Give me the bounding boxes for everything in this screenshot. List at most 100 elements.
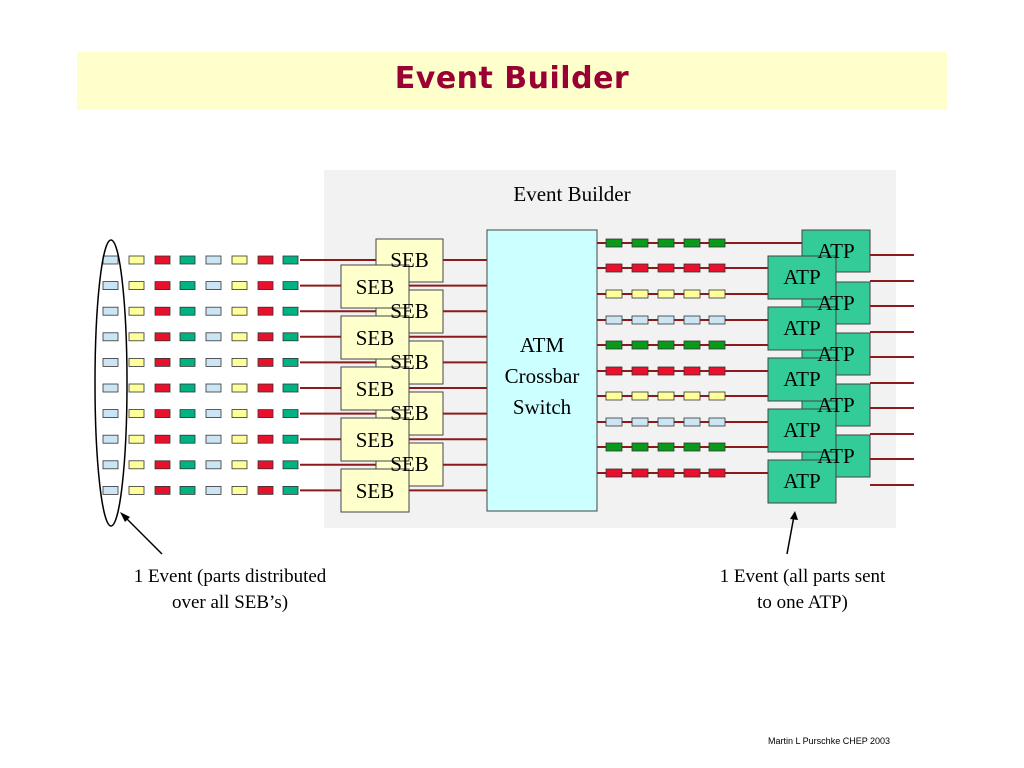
event-fragment	[257, 255, 274, 265]
event-fragment	[179, 434, 196, 444]
event-fragment	[154, 255, 171, 265]
left-arrowhead	[120, 512, 130, 522]
event-fragment	[179, 383, 196, 393]
event-fragment	[708, 263, 726, 273]
event-fragment	[205, 357, 222, 367]
event-fragment	[683, 340, 701, 350]
event-fragment	[683, 468, 701, 478]
event-fragment	[657, 315, 675, 325]
event-fragment	[683, 238, 701, 248]
event-fragment	[708, 315, 726, 325]
atp-box	[767, 255, 837, 300]
event-fragment	[708, 289, 726, 299]
event-fragment	[128, 383, 145, 393]
event-fragment	[179, 255, 196, 265]
event-fragment	[102, 409, 119, 419]
event-fragment	[708, 238, 726, 248]
event-fragment	[657, 366, 675, 376]
event-fragment	[128, 255, 145, 265]
event-fragment	[154, 281, 171, 291]
event-fragment	[605, 340, 623, 350]
event-fragment	[605, 391, 623, 401]
event-fragment	[257, 460, 274, 470]
event-fragment	[631, 442, 649, 452]
event-fragment	[605, 289, 623, 299]
event-fragment	[282, 409, 299, 419]
event-fragment	[102, 434, 119, 444]
event-fragment	[179, 306, 196, 316]
event-fragment	[257, 409, 274, 419]
event-fragment	[128, 460, 145, 470]
event-fragment	[154, 332, 171, 342]
event-fragment	[231, 383, 248, 393]
event-fragment	[631, 417, 649, 427]
event-fragment	[179, 332, 196, 342]
event-fragment	[154, 306, 171, 316]
event-fragment	[631, 263, 649, 273]
event-fragment	[683, 315, 701, 325]
event-fragment	[154, 460, 171, 470]
event-fragment	[154, 409, 171, 419]
event-fragment	[257, 281, 274, 291]
event-fragment	[631, 289, 649, 299]
event-fragment	[102, 281, 119, 291]
event-fragment	[631, 468, 649, 478]
event-fragment	[128, 332, 145, 342]
event-fragment	[631, 238, 649, 248]
event-fragment	[282, 357, 299, 367]
event-fragment	[179, 357, 196, 367]
event-fragment	[605, 315, 623, 325]
event-fragment	[128, 306, 145, 316]
event-fragment	[205, 306, 222, 316]
event-fragment	[605, 442, 623, 452]
event-fragment	[708, 442, 726, 452]
right-caption: 1 Event (all parts sent to one ATP)	[719, 566, 886, 613]
event-fragment	[605, 366, 623, 376]
event-fragment	[282, 434, 299, 444]
event-fragment	[231, 281, 248, 291]
event-fragment	[657, 289, 675, 299]
event-fragment	[657, 263, 675, 273]
event-fragment	[605, 238, 623, 248]
event-fragment	[657, 340, 675, 350]
event-fragment	[657, 417, 675, 427]
event-fragment	[154, 357, 171, 367]
event-fragment	[683, 289, 701, 299]
event-ellipse	[94, 239, 128, 527]
event-fragment	[179, 409, 196, 419]
event-fragment	[154, 383, 171, 393]
event-fragment	[179, 460, 196, 470]
left-caption-arrow	[123, 515, 163, 555]
event-fragment	[257, 434, 274, 444]
event-fragment	[231, 332, 248, 342]
atp-box	[767, 306, 837, 351]
event-fragment	[205, 383, 222, 393]
title-bar: Event Builder	[77, 52, 947, 110]
event-fragment	[231, 460, 248, 470]
event-fragment	[257, 306, 274, 316]
event-fragment	[708, 391, 726, 401]
event-fragment	[657, 238, 675, 248]
event-fragment	[657, 442, 675, 452]
event-fragment	[205, 434, 222, 444]
event-fragment	[683, 366, 701, 376]
event-fragment	[631, 315, 649, 325]
event-fragment	[708, 468, 726, 478]
event-fragment	[154, 434, 171, 444]
event-fragment	[179, 281, 196, 291]
footer-credit: Martin L Purschke CHEP 2003	[768, 736, 891, 746]
event-fragment	[631, 340, 649, 350]
event-fragment	[205, 255, 222, 265]
seb-box	[340, 315, 410, 360]
event-fragment	[231, 409, 248, 419]
event-fragment	[231, 306, 248, 316]
event-fragment	[102, 306, 119, 316]
seb-box	[340, 264, 410, 309]
event-fragment	[708, 417, 726, 427]
event-fragment	[605, 417, 623, 427]
atp-box	[767, 459, 837, 504]
event-fragment	[205, 332, 222, 342]
event-fragment	[631, 391, 649, 401]
event-fragment	[657, 391, 675, 401]
event-fragment	[205, 485, 222, 495]
